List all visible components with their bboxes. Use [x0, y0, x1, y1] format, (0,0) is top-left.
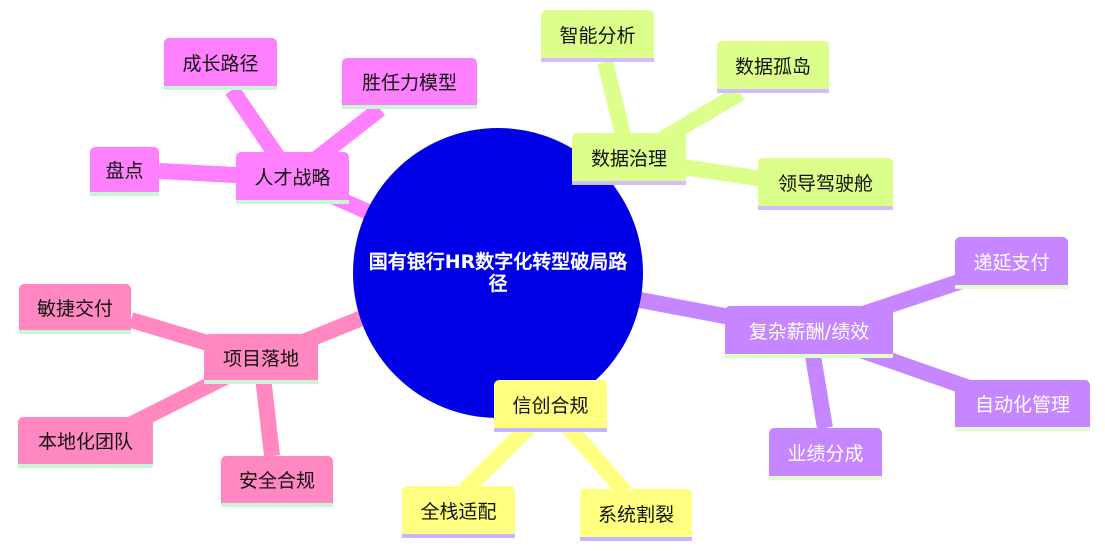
leaf-label: 智能分析: [559, 24, 636, 47]
leaf-node[interactable]: 成长路径: [164, 38, 277, 90]
branch-project[interactable]: 项目落地: [204, 334, 318, 384]
leaf-label: 成长路径: [182, 52, 259, 75]
leaf-node[interactable]: 安全合规: [221, 456, 333, 507]
leaf-node[interactable]: 系统割裂: [580, 489, 692, 541]
leaf-label: 系统割裂: [597, 503, 674, 526]
leaf-label: 业绩分成: [787, 442, 864, 465]
leaf-label: 本地化团队: [37, 431, 133, 453]
leaf-node[interactable]: 数据孤岛: [717, 41, 829, 93]
leaf-node[interactable]: 胜任力模型: [342, 58, 477, 109]
leaf-label: 全栈适配: [420, 500, 497, 523]
leaf-label: 敏捷交付: [36, 297, 113, 320]
branch-xinchuang[interactable]: 信创合规: [494, 380, 607, 432]
leaf-node[interactable]: 领导驾驶舱: [758, 158, 893, 210]
branch-compensation[interactable]: 复杂薪酬/绩效: [725, 306, 893, 358]
leaf-node[interactable]: 全栈适配: [402, 486, 515, 538]
branch-label: 数据治理: [590, 147, 667, 170]
leaf-node[interactable]: 业绩分成: [769, 428, 882, 480]
branch-label: 人才战略: [254, 166, 331, 189]
leaf-label: 领导驾驶舱: [777, 172, 873, 195]
branch-label: 复杂薪酬/绩效: [748, 320, 870, 343]
branch-data-governance[interactable]: 数据治理: [572, 133, 686, 185]
branch-label: 信创合规: [512, 394, 589, 417]
root-label: 国有银行HR数字化转型破局路径: [368, 251, 628, 295]
leaf-node[interactable]: 递延支付: [955, 237, 1068, 289]
leaf-node[interactable]: 自动化管理: [955, 380, 1090, 431]
leaf-node[interactable]: 盘点: [90, 147, 159, 196]
branch-label: 项目落地: [222, 347, 299, 370]
leaf-node[interactable]: 本地化团队: [18, 417, 153, 468]
leaf-label: 递延支付: [973, 251, 1050, 274]
leaf-label: 自动化管理: [974, 394, 1070, 416]
leaf-label: 胜任力模型: [361, 72, 457, 94]
leaf-label: 盘点: [105, 160, 144, 182]
leaf-label: 安全合规: [238, 470, 315, 492]
leaf-node[interactable]: 智能分析: [541, 10, 654, 62]
leaf-label: 数据孤岛: [734, 55, 811, 78]
branch-talent[interactable]: 人才战略: [236, 152, 349, 204]
leaf-node[interactable]: 敏捷交付: [19, 284, 131, 334]
